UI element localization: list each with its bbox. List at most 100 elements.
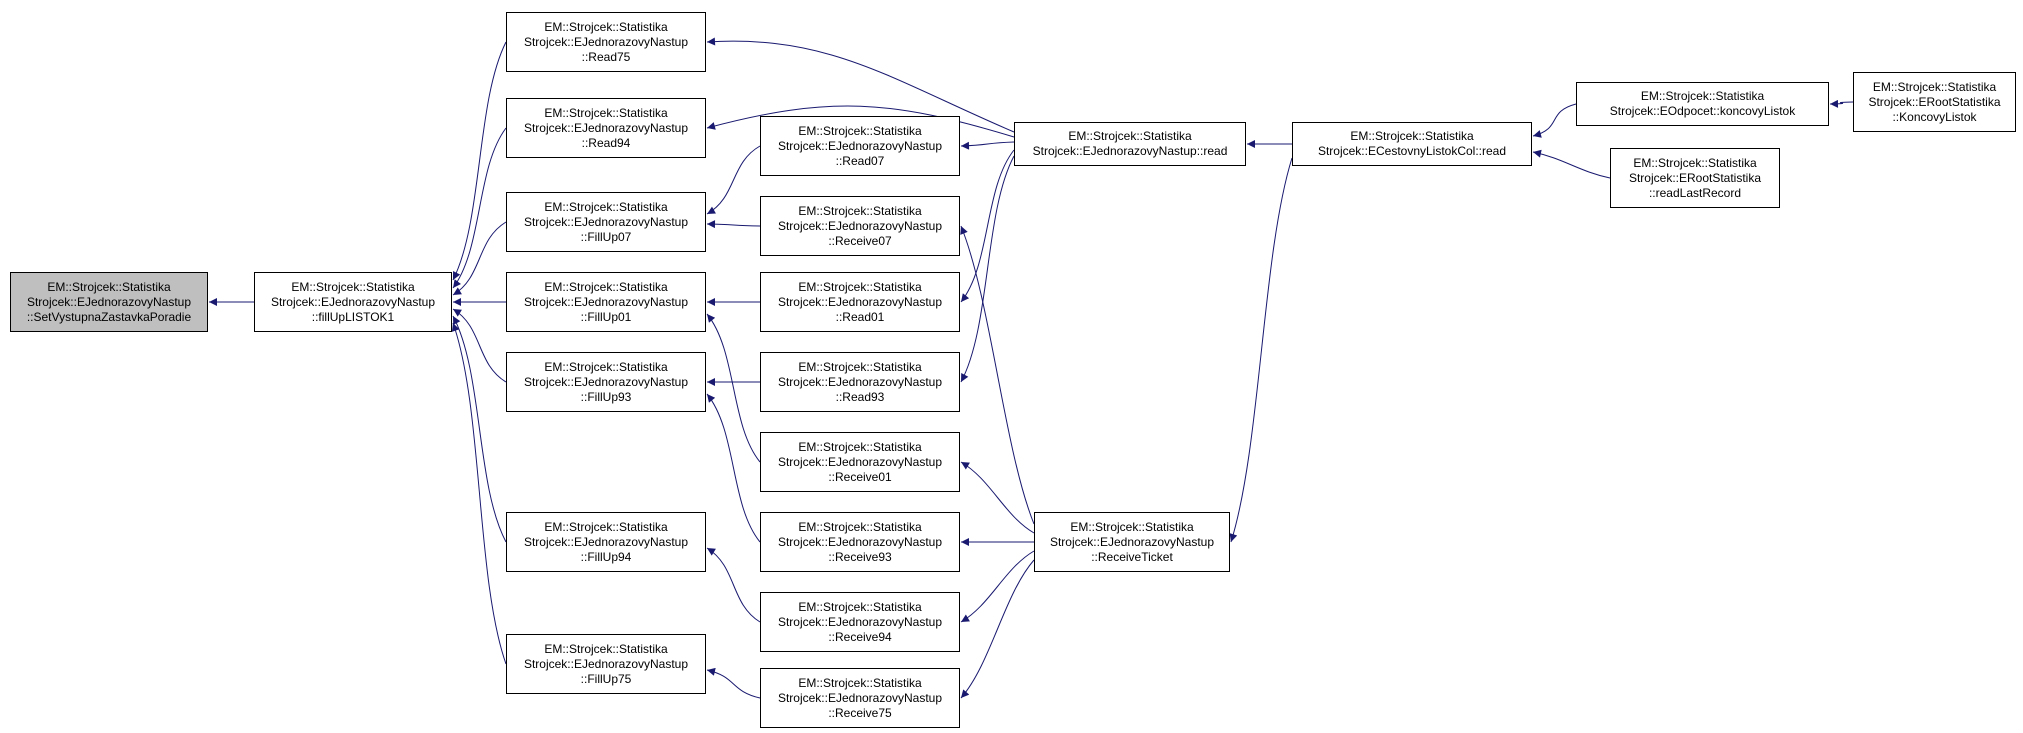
call-edge-fillUp07-to-fillUpLISTOK1 [452, 221, 507, 296]
graph-node-label: Strojcek::EJednorazovyNastup::read [1032, 144, 1228, 158]
graph-node-label: ::Read93 [835, 389, 885, 404]
graph-node-label: EM::Strojcek::Statistika [798, 675, 922, 690]
call-edge-ejnRead-to-read93 [960, 155, 1015, 383]
graph-node-label: EM::Strojcek::Statistika [798, 519, 922, 534]
call-edge-receiveTicket-to-receive07 [960, 225, 1035, 525]
graph-node-label: ::FillUp07 [580, 229, 632, 244]
call-edge-receive93-to-fillUp93 [706, 393, 761, 543]
call-edge-fillUp94-to-fillUpLISTOK1 [452, 315, 507, 543]
graph-node-label: Strojcek::EOdpocet::koncovyListok [1609, 104, 1796, 118]
graph-node-label: ::Read07 [835, 153, 885, 168]
graph-node-label: ::Read94 [581, 135, 631, 150]
graph-node-label: EM::Strojcek::Statistika [798, 123, 922, 138]
graph-node-label: Strojcek::EJednorazovyNastup [523, 120, 689, 135]
graph-node-label: EM::Strojcek::Statistika [1633, 155, 1757, 170]
graph-node-label: EM::Strojcek::Statistika [544, 199, 668, 214]
graph-node-label: EM::Strojcek::Statistika [544, 105, 668, 120]
graph-node-label: EM::Strojcek::Statistika [798, 439, 922, 454]
graph-node-label: Strojcek::ERootStatistika [1628, 170, 1762, 185]
graph-node-label: EM::Strojcek::Statistika [544, 641, 668, 656]
graph-node-label: Strojcek::EJednorazovyNastup [1049, 534, 1215, 549]
graph-node-label: ::FillUp94 [580, 549, 632, 564]
graph-node-label: EM::Strojcek::Statistika [798, 279, 922, 294]
graph-node-label: EM::Strojcek::Statistika [798, 203, 922, 218]
graph-node-label: EM::Strojcek::Statistika [798, 359, 922, 374]
graph-node-label: EM::Strojcek::Statistika [544, 279, 668, 294]
graph-node-label: Strojcek::EJednorazovyNastup [777, 218, 943, 233]
call-edge-read94-to-fillUpLISTOK1 [452, 127, 507, 289]
call-edge-receive94-to-fillUp94 [706, 547, 761, 623]
call-edge-receiveTicket-to-receive75 [960, 559, 1035, 699]
call-edge-ejnRead-to-read07 [960, 141, 1015, 150]
graph-node-label: ::ReceiveTicket [1091, 549, 1173, 564]
graph-node-label: ::Read01 [835, 309, 885, 324]
call-edge-receiveTicket-to-receive01 [960, 461, 1035, 534]
graph-node-label: Strojcek::EJednorazovyNastup [523, 294, 689, 309]
graph-node-label: Strojcek::EJednorazovyNastup [777, 614, 943, 629]
graph-node-label: Strojcek::EJednorazovyNastup [777, 690, 943, 705]
graph-node-label: Strojcek::EJednorazovyNastup [523, 214, 689, 229]
call-edge-koncovyListok-to-eclRead [1532, 103, 1577, 138]
graph-node-label: Strojcek::EJednorazovyNastup [523, 656, 689, 671]
graph-node-label: Strojcek::EJednorazovyNastup [777, 454, 943, 469]
call-edge-ejnRead-to-read94 [706, 105, 1015, 138]
graph-node-label: EM::Strojcek::Statistika [544, 519, 668, 534]
graph-node-label: ::Receive93 [828, 549, 892, 564]
call-edge-receive01-to-fillUp01 [706, 313, 761, 463]
graph-node-label: EM::Strojcek::Statistika [47, 279, 171, 294]
call-edge-fillUp75-to-fillUpLISTOK1 [451, 322, 507, 665]
graph-node-label: ::Read75 [581, 49, 631, 64]
graph-node-label: EM::Strojcek::Statistika [544, 19, 668, 34]
graph-node-label: Strojcek::EJednorazovyNastup [523, 34, 689, 49]
call-edge-read75-to-fillUpLISTOK1 [452, 41, 507, 281]
graph-node-label: Strojcek::EJednorazovyNastup [270, 294, 436, 309]
graph-node-label: ::FillUp01 [580, 309, 632, 324]
graph-node-label: EM::Strojcek::Statistika [291, 279, 415, 294]
graph-node-label: Strojcek::EJednorazovyNastup [777, 294, 943, 309]
graph-node-label: EM::Strojcek::Statistika [1640, 89, 1765, 103]
graph-node-label: EM::Strojcek::Statistika [1872, 79, 1997, 94]
graph-node-label: ::FillUp93 [580, 389, 632, 404]
call-edge-koncovyListokRoot-to-koncovyListok [1829, 99, 1854, 108]
graph-node-label: ::Receive01 [828, 469, 892, 484]
graph-node-label: ::fillUpLISTOK1 [311, 309, 395, 324]
call-edge-readLastRecord-to-eclRead [1532, 149, 1611, 179]
graph-node-label: EM::Strojcek::Statistika [1070, 519, 1194, 534]
call-edge-read07-to-fillUp07 [706, 145, 761, 215]
graph-node-label: Strojcek::EJednorazovyNastup [777, 374, 943, 389]
graph-node-label: Strojcek::EJednorazovyNastup [523, 534, 689, 549]
call-edge-receive75-to-fillUp75 [706, 667, 761, 699]
graph-node-label: Strojcek::ECestovnyListokCol::read [1317, 144, 1507, 158]
graph-node-label: EM::Strojcek::Statistika [1068, 129, 1192, 143]
graph-node-label: ::KoncovyListok [1892, 109, 1977, 124]
call-edge-eclRead-to-receiveTicket [1229, 157, 1293, 543]
graph-node-label: Strojcek::EJednorazovyNastup [523, 374, 689, 389]
call-edge-fillUp93-to-fillUpLISTOK1 [452, 308, 507, 383]
graph-node-label: Strojcek::EJednorazovyNastup [777, 138, 943, 153]
graph-node-label: Strojcek::EJednorazovyNastup [777, 534, 943, 549]
